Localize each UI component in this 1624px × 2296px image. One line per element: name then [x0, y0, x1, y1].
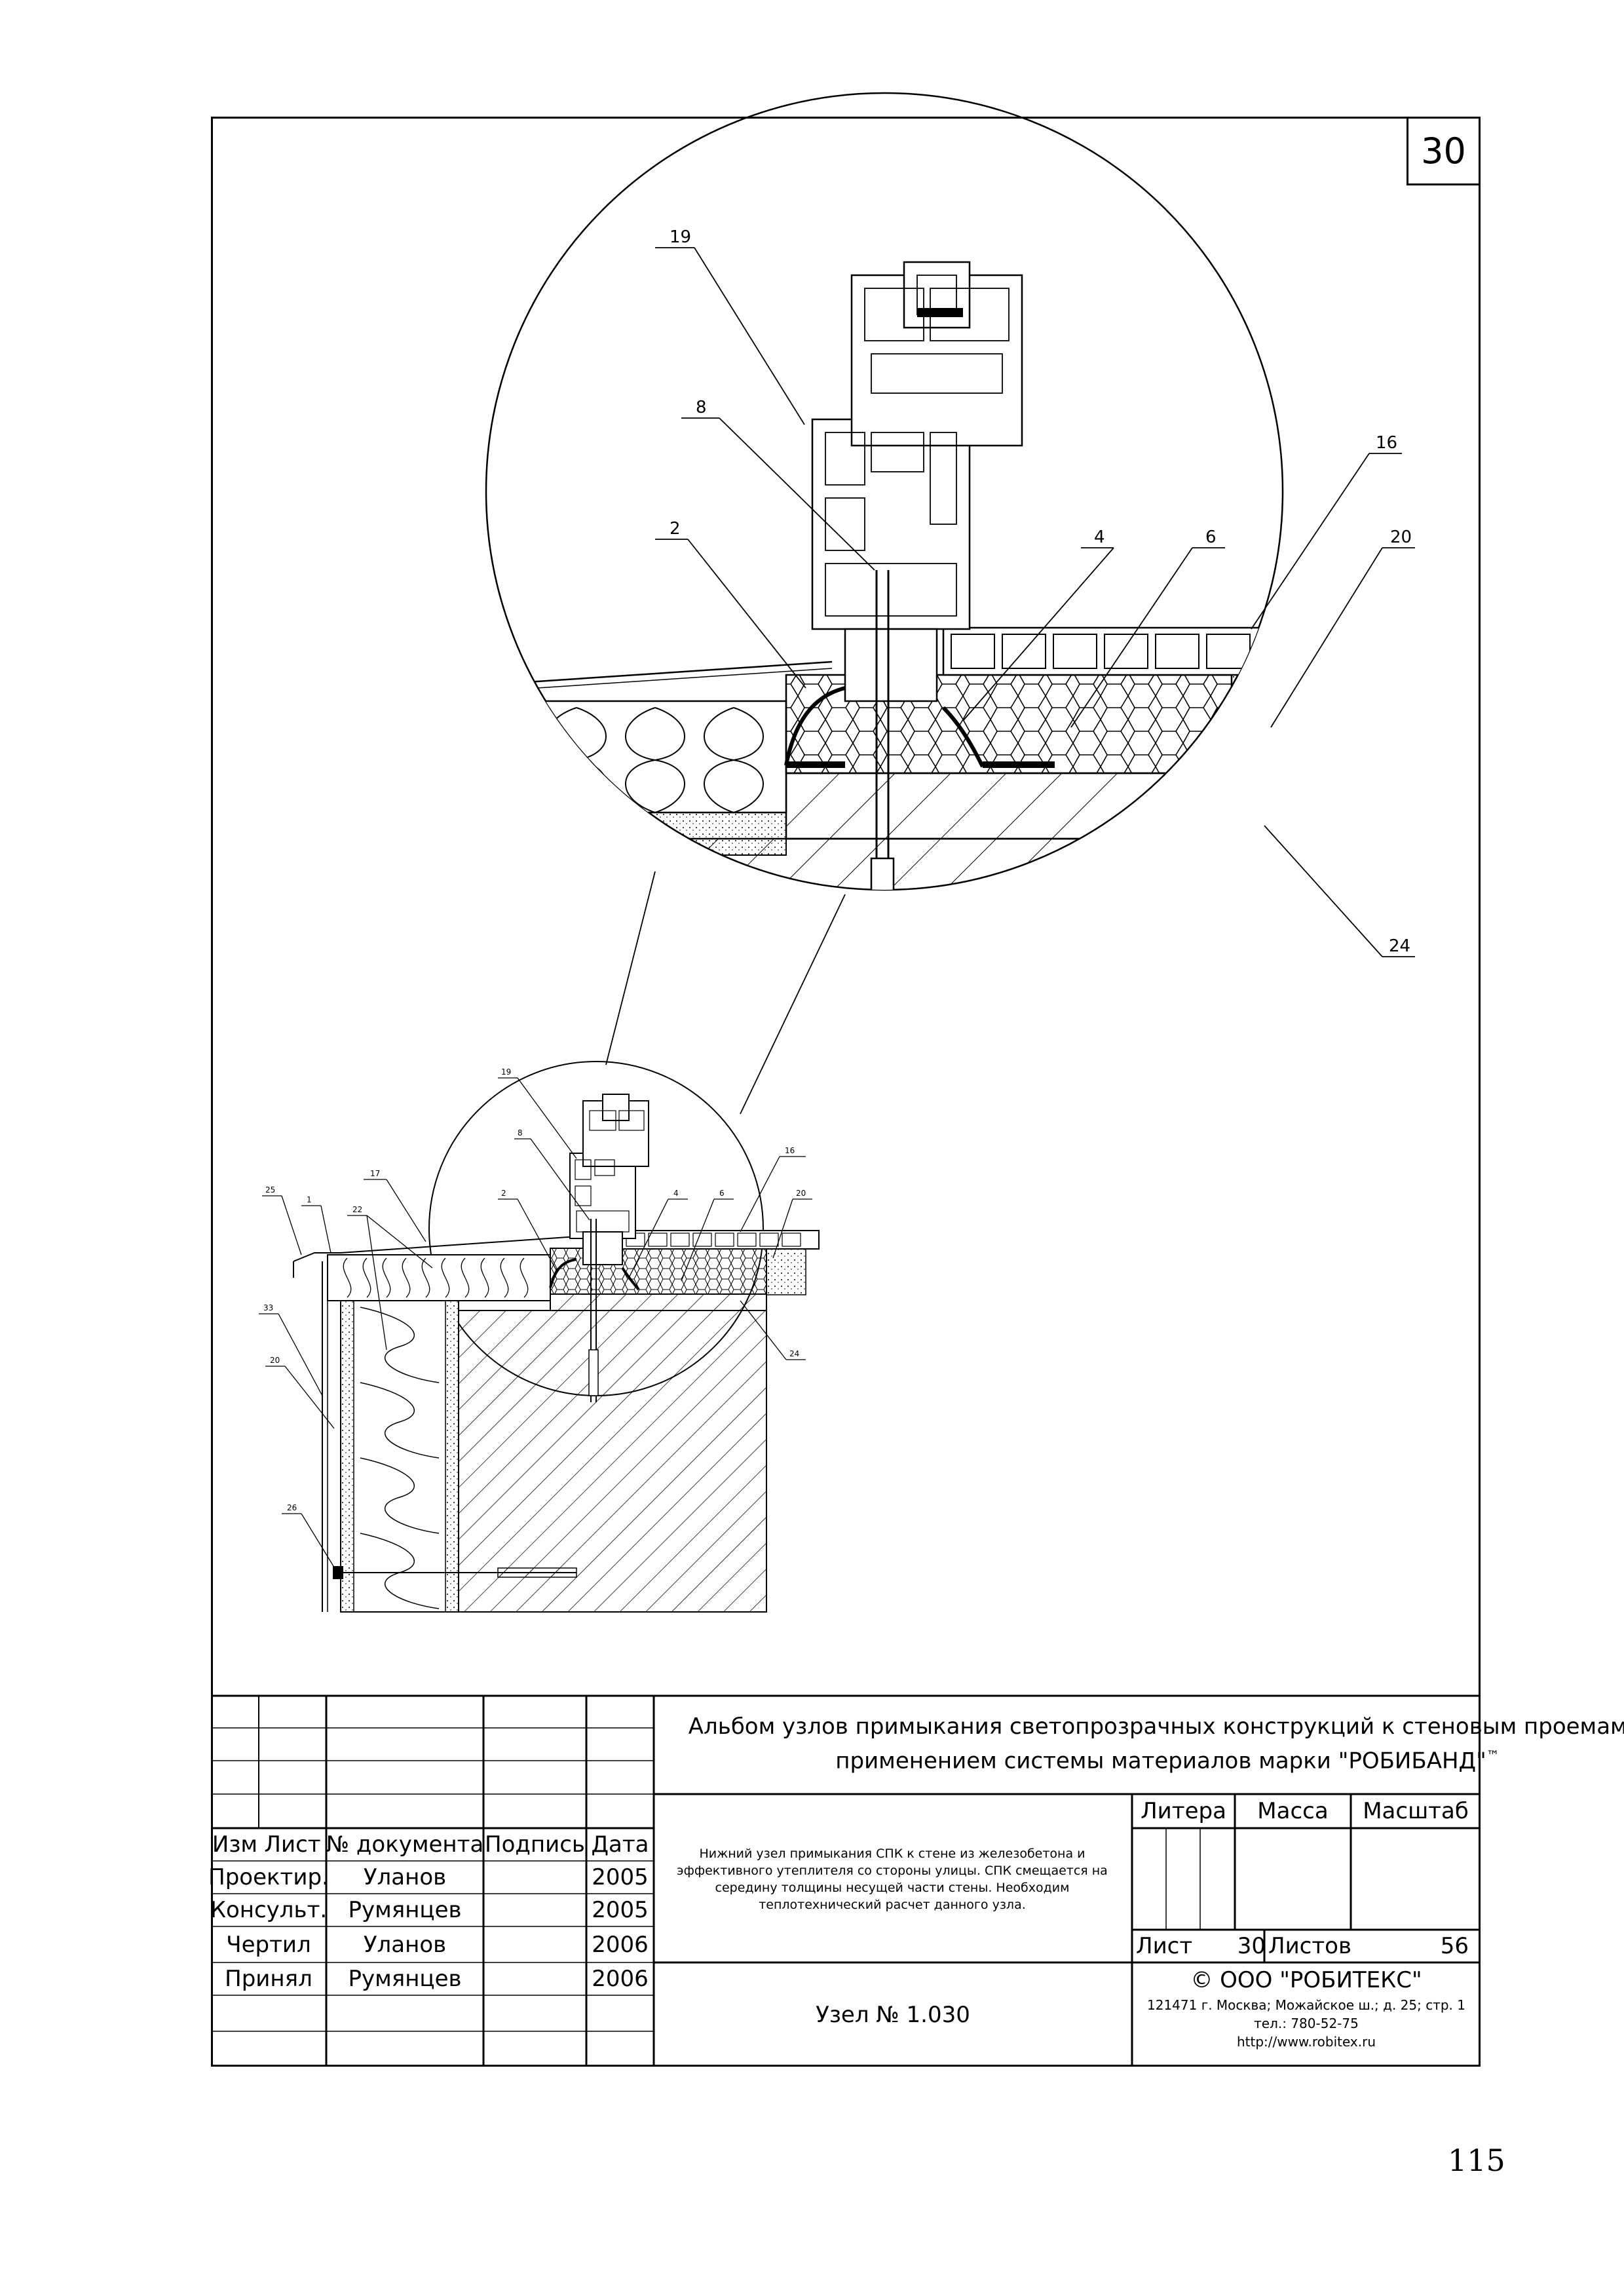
detail-contents — [486, 261, 1283, 890]
date-cell: 2005 — [592, 1897, 649, 1923]
callout-label: 24 — [789, 1349, 799, 1358]
callout-label: 6 — [719, 1189, 725, 1198]
name-cell: Румянцев — [348, 1966, 462, 1992]
role-cell: Чертил — [226, 1931, 311, 1958]
litera-label: Литера — [1141, 1798, 1226, 1824]
header-list: Лист — [264, 1831, 321, 1858]
company-website: http://www.robitex.ru — [1236, 2033, 1376, 2050]
callout-label: 33 — [263, 1303, 273, 1312]
listov-label: Листов — [1268, 1933, 1352, 1959]
masshtab-label: Масштаб — [1363, 1798, 1469, 1824]
title-block-grid — [211, 1694, 1481, 2067]
header-doc-no: № документа — [326, 1831, 484, 1858]
callout-label: 16 — [1376, 433, 1397, 453]
callout-label: 20 — [1390, 527, 1412, 547]
callout-label: 16 — [785, 1146, 795, 1155]
callout-label: 20 — [270, 1356, 280, 1365]
callout-label: 8 — [518, 1128, 523, 1138]
name-cell: Румянцев — [348, 1897, 462, 1923]
callout-label: 17 — [370, 1169, 380, 1178]
callout-label: 20 — [796, 1189, 806, 1198]
album-title: Альбом узлов примыкания светопрозрачных … — [688, 1713, 1624, 1774]
callout-label: 4 — [673, 1189, 679, 1198]
callout-label: 22 — [352, 1205, 362, 1214]
callout-label: 2 — [501, 1189, 506, 1198]
node-description: Нижний узел примыкания СПК к стене из же… — [677, 1846, 1108, 1912]
date-cell: 2006 — [592, 1966, 649, 1992]
overview-drawing — [293, 1094, 820, 1613]
callout-label: 8 — [696, 398, 707, 417]
company-phone: тел.: 780-52-75 — [1254, 2015, 1359, 2031]
header-signature: Подпись — [485, 1831, 585, 1858]
callout-label: 24 — [1389, 936, 1410, 956]
drawing-sheet: 30 — [211, 117, 1481, 2067]
list-value: 30 — [1237, 1933, 1266, 1959]
callout-label: 1 — [307, 1195, 312, 1204]
sheet-number: 30 — [1407, 119, 1479, 185]
header-date: Дата — [591, 1831, 649, 1858]
callout-label: 19 — [501, 1067, 511, 1077]
callout-label: 6 — [1205, 527, 1217, 547]
callout-label: 19 — [670, 227, 691, 247]
title-block: Альбом узлов примыкания светопрозрачных … — [208, 1696, 1624, 2067]
company-name: © ООО "РОБИТЕКС" — [1190, 1967, 1422, 1993]
callout-label: 25 — [265, 1185, 275, 1195]
name-cell: Уланов — [363, 1864, 447, 1890]
callout-label: 4 — [1094, 527, 1105, 547]
callout-label: 26 — [287, 1503, 297, 1512]
callout-label: 2 — [670, 519, 681, 539]
date-cell: 2006 — [592, 1931, 649, 1958]
header-izm: Изм — [212, 1831, 258, 1858]
role-cell: Принял — [225, 1966, 312, 1992]
name-cell: Уланов — [363, 1931, 447, 1958]
page-number: 115 — [1448, 2143, 1505, 2178]
massa-label: Масса — [1257, 1798, 1329, 1824]
role-cell: Проектир. — [208, 1864, 329, 1890]
list-label: Лист — [1136, 1933, 1193, 1959]
company-address: 121471 г. Москва; Можайское ш.; д. 25; с… — [1147, 1997, 1465, 2013]
role-cell: Консульт. — [210, 1897, 328, 1923]
node-label: Узел № 1.030 — [816, 2001, 970, 2028]
listov-value: 56 — [1440, 1933, 1469, 1959]
date-cell: 2005 — [592, 1864, 649, 1890]
